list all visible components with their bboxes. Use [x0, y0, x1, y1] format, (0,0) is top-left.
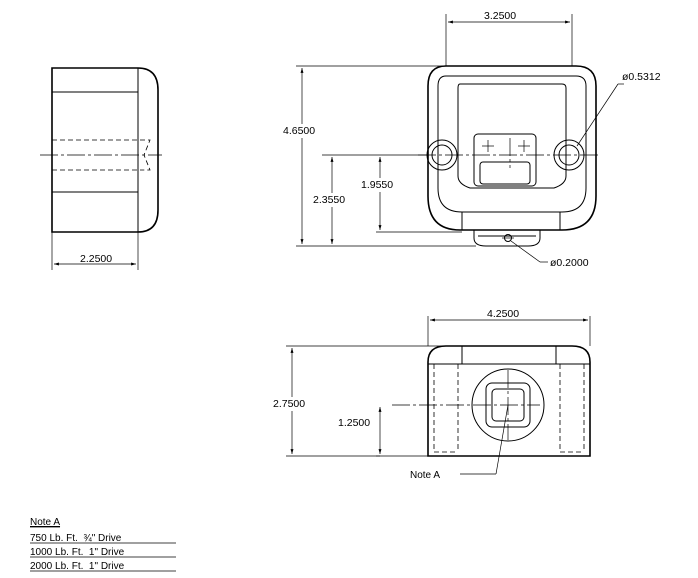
dim-bottom-center-height: 1.2500 — [338, 417, 370, 429]
front-view: 3.2500 4.6500 2.3550 1.9550 ø0.5312 ø0.2… — [280, 10, 661, 269]
bottom-view: 4.2500 2.7500 1.2500 Note A — [270, 308, 591, 481]
dim-front-width: 3.2500 — [484, 10, 516, 22]
dim-bottom-height: 2.7500 — [273, 398, 305, 410]
side-view: 2.2500 — [40, 67, 162, 270]
dim-small-hole-diameter: ø0.2000 — [550, 257, 589, 269]
dim-hole-center-height: 2.3550 — [313, 194, 345, 206]
note-row-3: 2000 Lb. Ft. 1" Drive — [30, 561, 125, 572]
note-table-title: Note A — [30, 517, 60, 528]
note-row-2: 1000 Lb. Ft. 1" Drive — [30, 547, 125, 558]
dim-hole-diameter: ø0.5312 — [622, 71, 661, 83]
note-row-1: 750 Lb. Ft. ¾" Drive — [30, 533, 122, 544]
dim-front-height: 4.6500 — [283, 125, 315, 137]
dim-window-center-height: 1.9550 — [361, 179, 393, 191]
dim-bottom-width: 4.2500 — [487, 308, 519, 320]
dim-side-width: 2.2500 — [80, 253, 112, 265]
note-a-callout: Note A — [410, 470, 440, 481]
note-table: Note A 750 Lb. Ft. ¾" Drive 1000 Lb. Ft.… — [30, 517, 176, 572]
